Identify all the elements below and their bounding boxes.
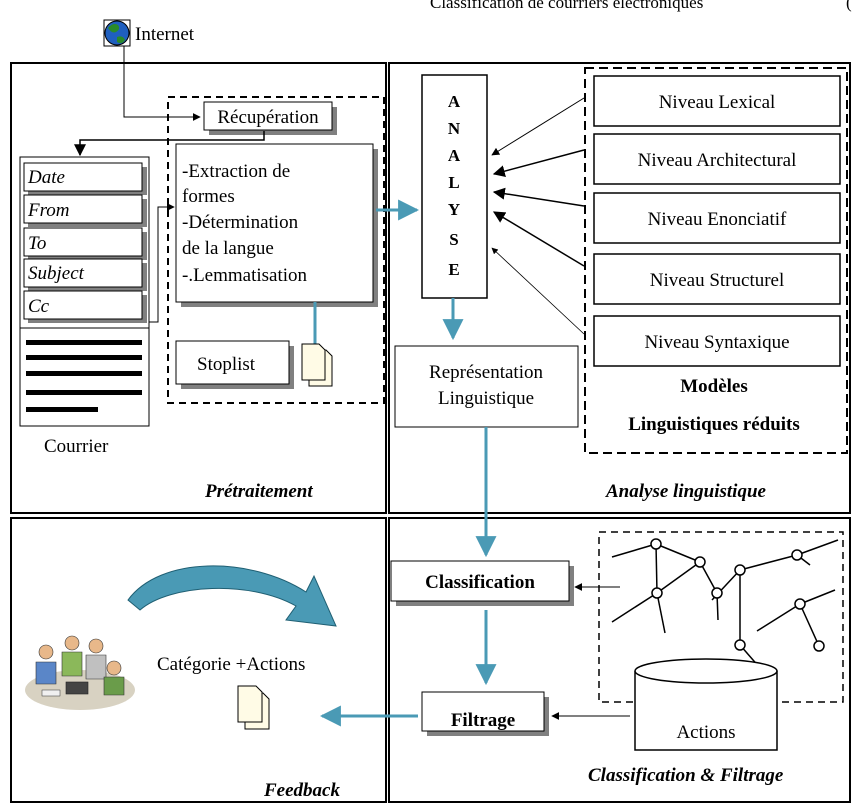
niveau-structurel-box — [593, 253, 841, 305]
analyse-panel — [388, 62, 851, 514]
actions-database-icon — [634, 658, 778, 751]
header-cut-char: ( — [846, 0, 852, 12]
courrier-label: Courrier — [44, 436, 109, 457]
niveau-syntaxique-label: Niveau Syntaxique — [644, 332, 789, 353]
filtrage-label: Filtrage — [451, 710, 515, 731]
niveau-syntaxique-box — [593, 315, 841, 367]
mail-field-to-label: To — [28, 233, 46, 254]
header-text: Classification de courriers électronique… — [430, 0, 703, 12]
arrow-syntaxique-analyse — [491, 247, 585, 335]
internet-label: Internet — [135, 24, 195, 45]
niveau-architectural-label: Niveau Architectural — [638, 150, 797, 171]
recuperation-box — [203, 101, 333, 131]
extraction-step-1: -Extraction de — [182, 161, 290, 182]
section-label-analyse: Analyse linguistique — [605, 481, 767, 502]
section-label-feedback: Feedback — [263, 780, 340, 801]
feedback-document-icon — [237, 685, 270, 730]
analyse-letter-7: E — [448, 260, 459, 279]
analyse-letter-4: L — [448, 173, 459, 192]
classification-label: Classification — [425, 572, 535, 593]
extraction-box — [175, 143, 374, 303]
analyse-box — [421, 74, 488, 299]
extraction-step-5: -.Lemmatisation — [182, 265, 308, 286]
models-group — [584, 67, 848, 454]
decision-tree-icon — [611, 538, 839, 669]
analyse-letter-1: A — [448, 92, 461, 111]
representation-line-1: Représentation — [429, 362, 543, 383]
niveau-enonciatif-box — [593, 192, 841, 244]
niveau-enonciatif-label: Niveau Enonciatif — [648, 209, 787, 230]
mail-field-from-label: From — [27, 200, 70, 221]
arrow-recuperation-courrier — [74, 131, 265, 157]
mail-field-date: Date — [23, 162, 147, 195]
arrow-lexical-analyse — [491, 97, 585, 156]
arrow-enonciatif-analyse — [492, 187, 585, 207]
niveau-lexical-box — [593, 75, 841, 127]
people-at-computer-icon — [25, 635, 135, 710]
modeles-line-2: Linguistiques réduits — [628, 414, 800, 435]
preprocessing-group — [167, 96, 385, 404]
section-label-pretraitement: Prétraitement — [204, 481, 313, 502]
globe-icon — [103, 19, 131, 47]
analyse-letter-2: N — [448, 119, 461, 138]
mail-field-cc: Cc — [23, 290, 147, 323]
extraction-step-4: de la langue — [182, 238, 274, 259]
mail-field-cc-label: Cc — [28, 296, 50, 317]
analyse-letter-6: S — [449, 230, 458, 249]
mail-field-to: To — [23, 227, 147, 260]
arrow-architectural-analyse — [492, 149, 585, 178]
analyse-letter-3: A — [448, 146, 461, 165]
feedback-panel — [10, 517, 387, 803]
mail-field-date-label: Date — [27, 167, 65, 188]
arrow-mail-extraction — [149, 203, 175, 323]
stoplist-box — [175, 340, 290, 385]
niveau-architectural-box — [593, 133, 841, 185]
niveau-structurel-label: Niveau Structurel — [650, 270, 785, 291]
modeles-line-1: Modèles — [680, 376, 748, 397]
mail-field-subject: Subject — [23, 258, 147, 291]
arrow-structurel-analyse — [492, 211, 585, 267]
mail-field-subject-label: Subject — [28, 263, 85, 284]
analyse-letter-5: Y — [448, 200, 460, 219]
mail-field-from: From — [23, 194, 147, 227]
section-label-classification-filtrage: Classification & Filtrage — [588, 765, 784, 786]
extraction-step-2: formes — [182, 186, 235, 207]
pretraitement-panel — [10, 62, 387, 514]
classification-panel — [388, 517, 851, 803]
representation-line-2: Linguistique — [438, 388, 534, 409]
categorie-actions-label: Catégorie +Actions — [157, 654, 305, 675]
arrow-internet-recuperation — [123, 46, 201, 121]
representation-box — [394, 345, 579, 428]
mail-body-lines — [26, 340, 142, 412]
curved-arrow-icon — [127, 565, 337, 627]
filtrage-box — [421, 691, 545, 732]
extraction-step-3: -Détermination — [182, 212, 299, 233]
stoplist-label: Stoplist — [197, 354, 256, 375]
tree-group — [598, 531, 844, 703]
actions-label: Actions — [676, 722, 735, 743]
niveau-lexical-label: Niveau Lexical — [659, 92, 776, 113]
classification-box — [390, 560, 570, 602]
recuperation-label: Récupération — [217, 107, 319, 128]
stoplist-document-icon — [301, 343, 333, 387]
